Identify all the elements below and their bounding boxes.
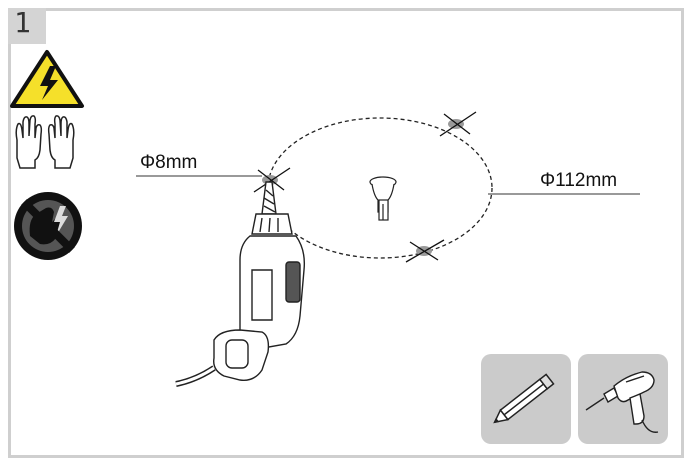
circle-diameter-label: Φ112mm (540, 170, 618, 191)
step-number: 1 (14, 6, 31, 39)
drill-tool-tile (578, 354, 668, 444)
pencil-tool-tile (481, 354, 571, 444)
step-number-box (8, 8, 46, 44)
no-touch-electric-icon (14, 192, 82, 260)
center-anchor (369, 176, 397, 221)
drill-mark-bottom (405, 239, 445, 263)
electric-hazard-icon (10, 50, 84, 108)
hole-diameter-label: Φ8mm (140, 152, 198, 173)
power-drill (175, 181, 306, 387)
electric-drill-icon (585, 371, 659, 433)
drill-mark-top-right (439, 111, 477, 137)
pencil-icon (493, 373, 555, 424)
gloves-icon (15, 115, 75, 169)
step-frame (8, 8, 684, 458)
